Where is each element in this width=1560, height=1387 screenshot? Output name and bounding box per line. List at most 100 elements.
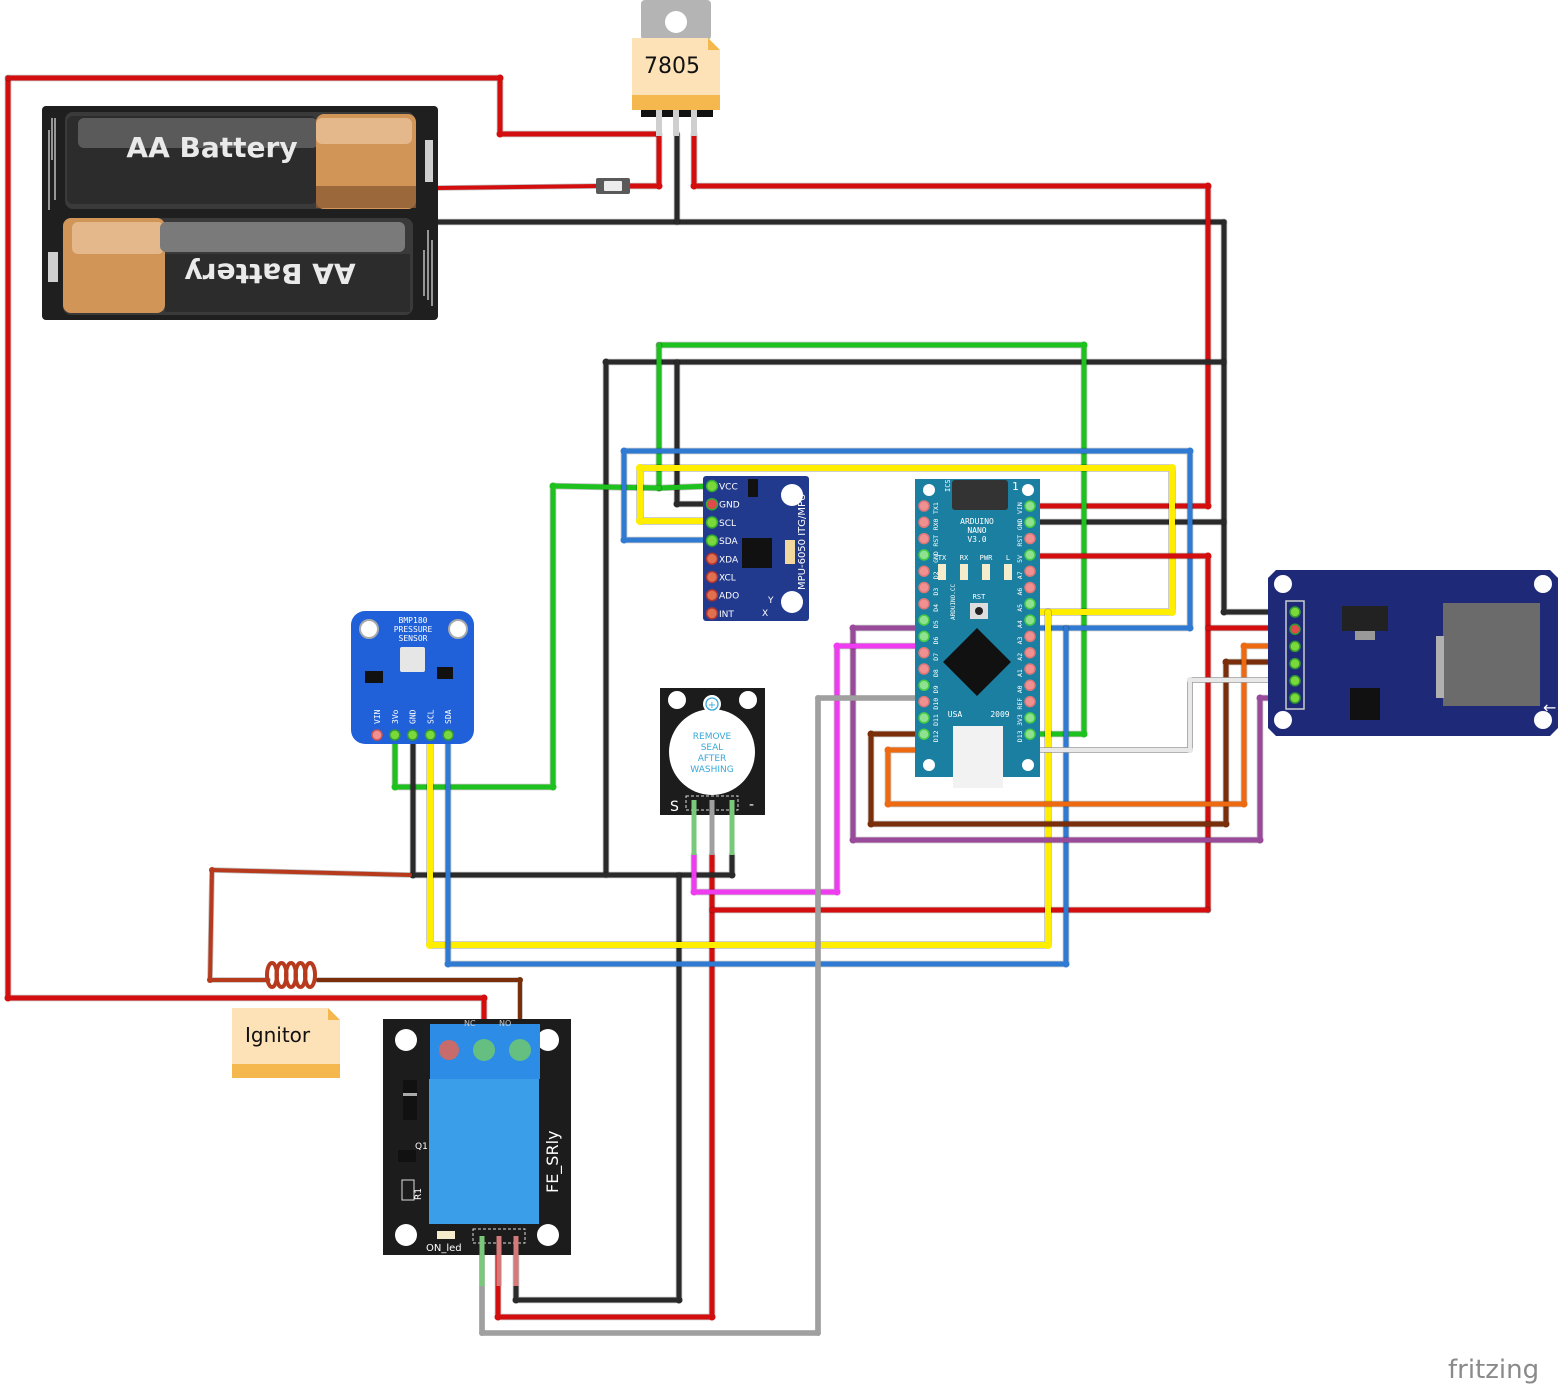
nano-pin-a6[interactable] [1024, 581, 1036, 594]
wire-blue[interactable] [445, 625, 1069, 967]
relay-terminal-nc[interactable] [473, 1039, 495, 1061]
nano-pin-d7[interactable] [918, 646, 930, 659]
nano-pin-a3[interactable] [1024, 630, 1036, 643]
nano-pin-a4[interactable] [1024, 614, 1036, 626]
nano-pin-a1[interactable] [1024, 663, 1036, 675]
wire-bendpoint[interactable] [673, 500, 681, 508]
wire-bendpoint[interactable] [512, 1296, 520, 1304]
buzzer-module[interactable]: + REMOVE SEAL AFTER WASHING S - [660, 688, 765, 855]
wire-purple[interactable] [850, 625, 1288, 843]
ignitor-note[interactable]: Ignitor [232, 1008, 340, 1078]
nano-pin-a2[interactable] [1024, 646, 1036, 659]
wire-bendpoint[interactable] [496, 74, 504, 82]
wire-bendpoint[interactable] [708, 1313, 716, 1321]
relay-pin-plus[interactable] [496, 1236, 502, 1286]
wire-bendpoint[interactable] [517, 977, 523, 983]
nano-pin-tx1[interactable] [918, 500, 930, 512]
wire-bendpoint[interactable] [1168, 608, 1176, 616]
wire-bendpoint[interactable] [549, 783, 557, 791]
wire-bendpoint[interactable] [655, 182, 663, 190]
nano-pin-a7[interactable] [1024, 565, 1036, 577]
wire-bendpoint[interactable] [849, 836, 857, 844]
mpu-pin-xcl[interactable] [705, 570, 719, 584]
wire-yellow[interactable] [427, 609, 1051, 948]
wire-brown[interactable] [868, 659, 1288, 827]
wire-bendpoint[interactable] [849, 624, 857, 632]
wire-bendpoint[interactable] [479, 1330, 485, 1336]
wire-bendpoint[interactable] [391, 783, 399, 791]
nano-pin-5v[interactable] [1024, 549, 1036, 561]
wire-bendpoint[interactable] [833, 642, 841, 650]
wire-bendpoint[interactable] [728, 871, 736, 879]
wire-bendpoint[interactable] [1080, 341, 1088, 349]
nano-pin-vin[interactable] [1024, 500, 1036, 512]
bmp-pin-vin[interactable] [371, 729, 383, 741]
wire-bendpoint[interactable] [209, 867, 215, 873]
sd-pin-5[interactable] [1289, 675, 1301, 687]
relay-pin-minus[interactable] [513, 1236, 519, 1286]
wire-bendpoint[interactable] [1168, 464, 1176, 472]
wire-bendpoint[interactable] [867, 730, 875, 738]
mpu-pin-int[interactable] [705, 607, 719, 620]
wire-bendpoint[interactable] [409, 871, 417, 879]
wire-bendpoint[interactable] [480, 994, 488, 1002]
wire-bendpoint[interactable] [1204, 182, 1212, 190]
wire-bendpoint[interactable] [1240, 642, 1248, 650]
wire-bendpoint[interactable] [1044, 941, 1052, 949]
wire-bendpoint[interactable] [815, 1330, 821, 1336]
wire-bendpoint[interactable] [620, 447, 628, 455]
wire-bendpoint[interactable] [426, 941, 434, 949]
wire-bendpoint[interactable] [549, 482, 557, 490]
nano-pin-d5[interactable] [918, 614, 930, 626]
wire-bendpoint[interactable] [1240, 800, 1248, 808]
wire-bendpoint[interactable] [867, 820, 875, 828]
wire-bendpoint[interactable] [690, 888, 698, 896]
nano-pin-a5[interactable] [1024, 598, 1036, 610]
wire-bendpoint[interactable] [1256, 836, 1264, 844]
mpu-pin-scl[interactable] [705, 516, 719, 529]
nano-pin-ref[interactable] [1024, 695, 1036, 708]
wire-bendpoint[interactable] [1204, 552, 1212, 560]
nano-pin-d13[interactable] [1024, 728, 1036, 740]
sd-pin-1[interactable] [1289, 606, 1301, 618]
wire-black[interactable] [410, 735, 735, 878]
wire-yellow[interactable] [637, 465, 1175, 615]
wire-bendpoint[interactable] [1220, 608, 1228, 616]
nano-pin-d3[interactable] [918, 581, 930, 594]
wire-bendpoint[interactable] [833, 888, 841, 896]
wire-bendpoint[interactable] [1186, 447, 1194, 455]
bmp-pin-sda[interactable] [442, 729, 454, 741]
sd-pin-3[interactable] [1289, 640, 1301, 653]
nano-pin-d12[interactable] [918, 728, 930, 740]
voltage-regulator-7805[interactable]: 7805 [632, 0, 720, 136]
nano-pin-d11[interactable] [918, 712, 930, 724]
wire-bendpoint[interactable] [815, 695, 821, 701]
mpu-pin-gnd[interactable] [705, 497, 719, 511]
buzzer-pin-s[interactable] [691, 800, 697, 855]
wire-bendpoint[interactable] [675, 1296, 683, 1304]
wire-orange[interactable] [885, 643, 1288, 807]
sd-card-module[interactable]: ← [1268, 570, 1558, 736]
wire-bendpoint[interactable] [444, 960, 452, 968]
nano-pin-d2[interactable] [918, 565, 930, 577]
wire-red[interactable] [627, 131, 662, 189]
wire-black[interactable] [1221, 219, 1288, 615]
wire-bendpoint[interactable] [207, 977, 213, 983]
wire-bendpoint[interactable] [4, 994, 12, 1002]
nano-pin-rx0[interactable] [918, 516, 930, 529]
wire-bendpoint[interactable] [1080, 730, 1088, 738]
wire-bendpoint[interactable] [620, 536, 628, 544]
nano-pin-3v3[interactable] [1024, 712, 1036, 724]
wire-blue[interactable] [621, 448, 1193, 631]
wire-bendpoint[interactable] [1256, 694, 1264, 702]
relay-terminal-no[interactable] [509, 1039, 531, 1061]
wire-bendpoint[interactable] [602, 358, 610, 366]
sd-pin-4[interactable] [1289, 657, 1301, 670]
wire-red[interactable] [436, 184, 602, 190]
mpu-pin-ado[interactable] [705, 588, 719, 602]
wire-bendpoint[interactable] [1186, 624, 1194, 632]
wire-green[interactable] [656, 342, 1087, 737]
